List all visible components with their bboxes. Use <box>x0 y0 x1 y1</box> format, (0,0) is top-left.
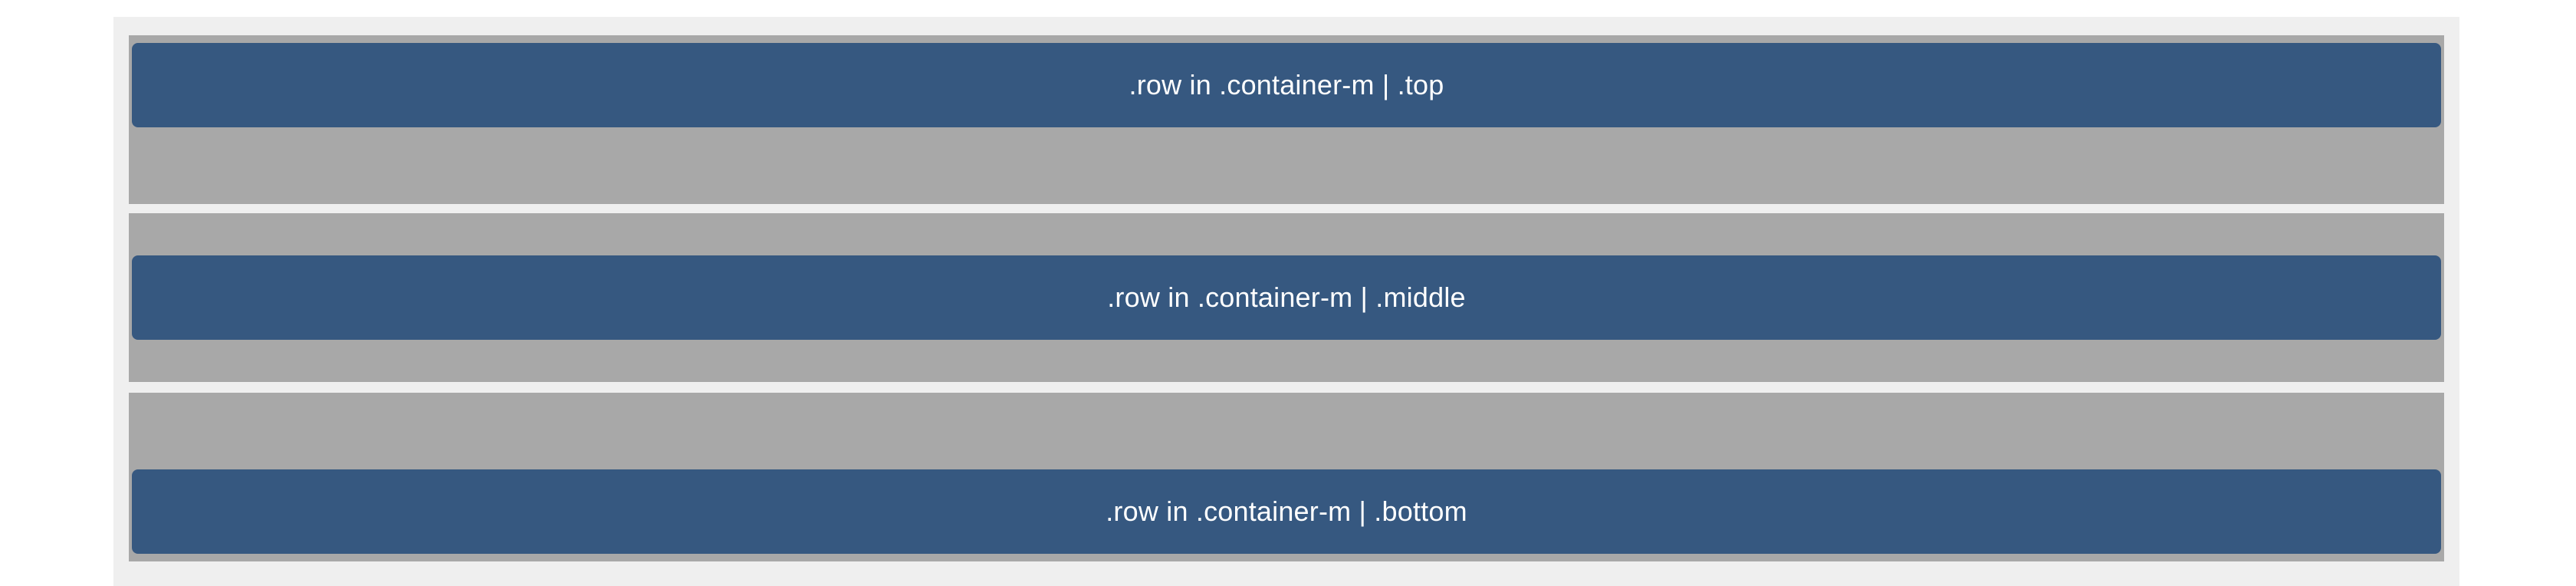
row-bottom-label: .row in .container-m | .bottom <box>1106 495 1467 527</box>
row-top: .row in .container-m | .top <box>129 35 2444 204</box>
row-bottom: .row in .container-m | .bottom <box>129 393 2444 561</box>
container-m: .row in .container-m | .top .row in .con… <box>113 17 2459 586</box>
row-middle-label: .row in .container-m | .middle <box>1107 281 1466 313</box>
row-top-bar: .row in .container-m | .top <box>132 43 2441 127</box>
row-middle-bar: .row in .container-m | .middle <box>132 255 2441 340</box>
row-top-label: .row in .container-m | .top <box>1129 69 1444 100</box>
row-bottom-bar: .row in .container-m | .bottom <box>132 469 2441 554</box>
row-middle: .row in .container-m | .middle <box>129 213 2444 382</box>
